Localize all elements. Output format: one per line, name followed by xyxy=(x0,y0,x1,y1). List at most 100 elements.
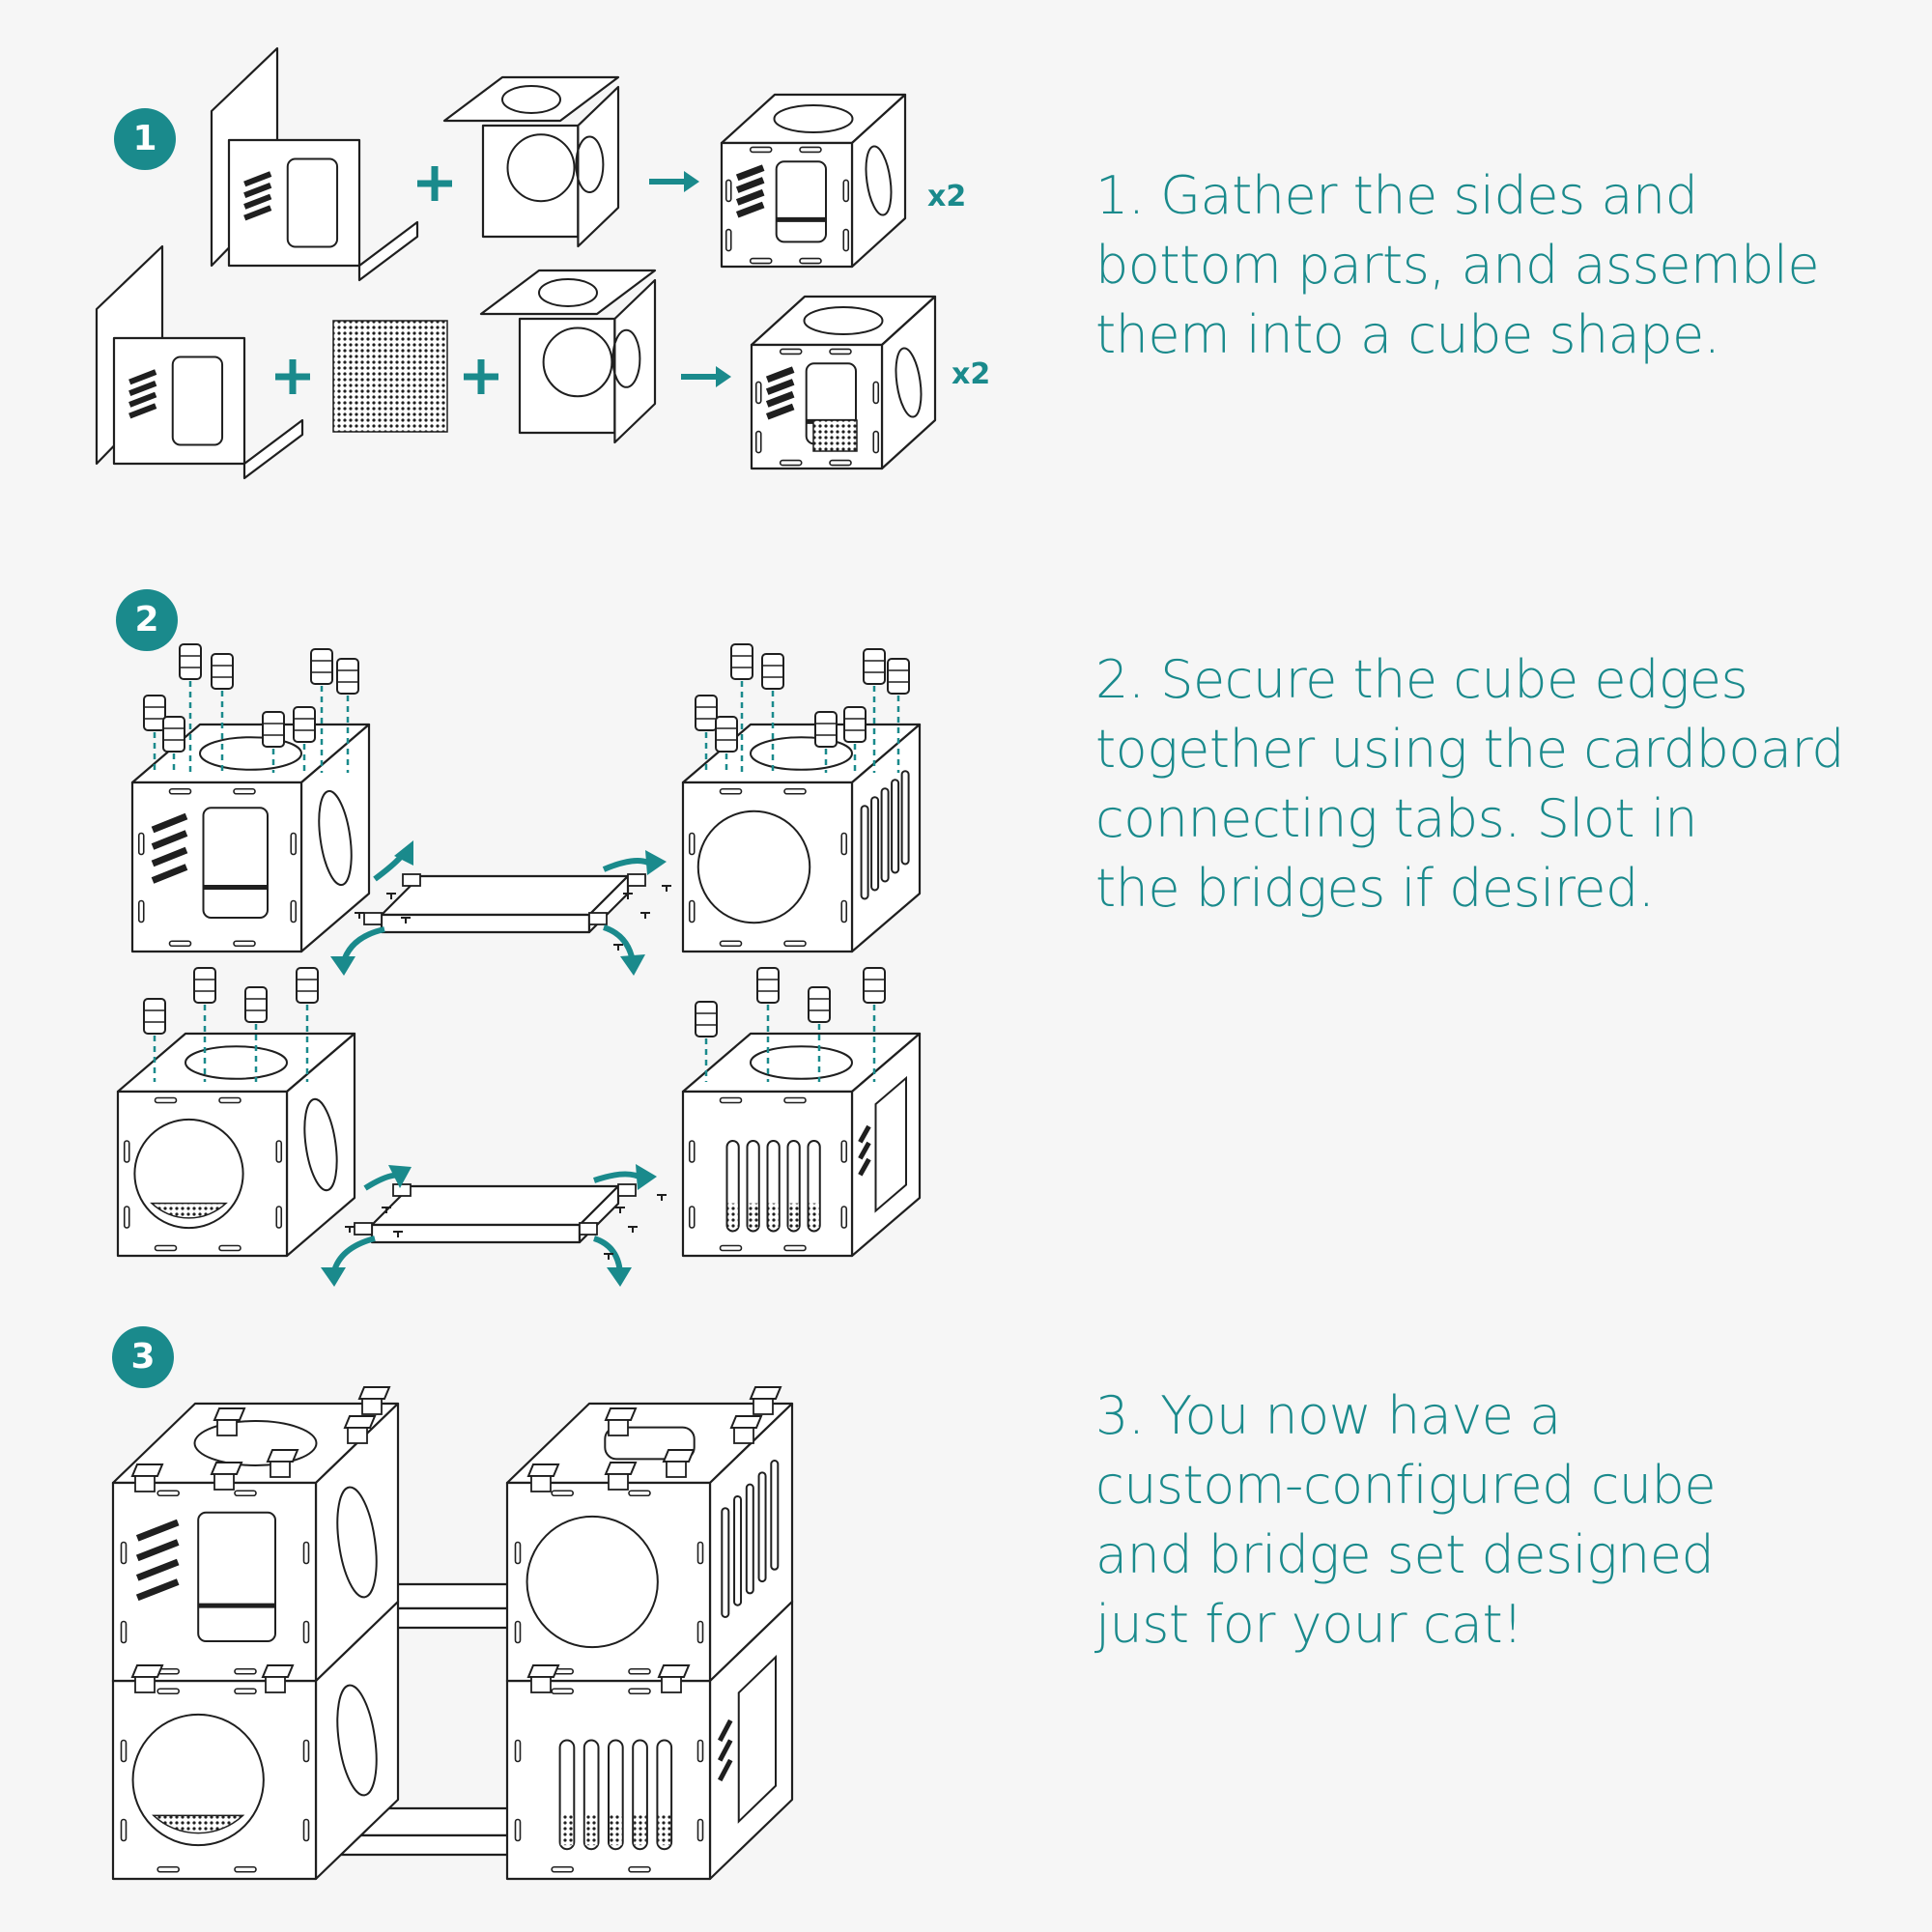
front-slot xyxy=(608,1739,624,1851)
step-3-illustration xyxy=(111,1386,794,1881)
step-2-badge: 2 xyxy=(116,589,178,651)
edge-slot xyxy=(754,381,762,405)
edge-slot xyxy=(696,1541,704,1565)
cube xyxy=(681,1032,922,1258)
edge-slot xyxy=(628,1688,651,1695)
mesh-panel xyxy=(332,320,448,433)
cube-front-face xyxy=(681,781,854,953)
arrow-right-icon xyxy=(684,171,699,192)
tab-body xyxy=(863,967,886,1004)
edge-slot xyxy=(840,832,848,856)
connecting-tab xyxy=(749,1386,782,1400)
top-opening xyxy=(185,1045,288,1080)
edge-slot xyxy=(719,1096,743,1104)
side-opening xyxy=(318,789,353,887)
connecting-tab xyxy=(262,711,285,748)
side-opening xyxy=(895,347,923,418)
front-opening xyxy=(131,1713,265,1847)
cube xyxy=(130,723,371,953)
top-panel xyxy=(442,75,620,248)
bridge-tab xyxy=(579,1222,598,1236)
tab-body xyxy=(143,998,166,1035)
connecting-tab xyxy=(336,658,359,695)
tab-body xyxy=(808,986,831,1023)
connecting-tab xyxy=(530,1676,552,1693)
tab-body xyxy=(695,1001,718,1037)
front-slot xyxy=(725,1140,740,1233)
step-3-caption: 3. You now have a custom-configured cube… xyxy=(1095,1381,1888,1660)
panel-vent xyxy=(128,391,157,408)
connecting-tab xyxy=(863,967,886,1004)
top-opening xyxy=(750,1045,853,1080)
side-slot xyxy=(757,1471,767,1583)
connecting-tab xyxy=(526,1664,560,1678)
edge-slot xyxy=(719,787,743,795)
caption-line: and bridge set designed xyxy=(1095,1524,1715,1585)
front-vent xyxy=(765,366,795,384)
edge-slot xyxy=(123,1140,130,1163)
panel-vent xyxy=(243,193,272,210)
step-2-illustration xyxy=(116,643,922,1287)
edge-slot xyxy=(779,459,803,467)
curved-arrow-icon xyxy=(620,954,645,976)
panel-top xyxy=(442,75,620,123)
connecting-tab xyxy=(265,1676,286,1693)
slot-mesh xyxy=(748,1203,758,1229)
curved-arrow-icon xyxy=(636,1164,657,1190)
edge-slot xyxy=(514,1818,522,1842)
tab-body xyxy=(310,648,333,685)
side-slot xyxy=(721,1507,730,1618)
bridge-edge xyxy=(370,1223,582,1244)
side-slot xyxy=(891,779,900,874)
connecting-tab xyxy=(814,711,838,748)
slot-mesh xyxy=(727,1203,738,1229)
connecting-tab xyxy=(657,1664,691,1678)
side-vent xyxy=(858,1157,871,1177)
side-slot xyxy=(860,805,869,900)
panel-vent xyxy=(243,171,272,187)
cube xyxy=(681,723,922,953)
connecting-tab xyxy=(604,1407,638,1421)
front-vent xyxy=(135,1578,180,1602)
edge-slot xyxy=(783,1244,807,1252)
bridge-tab xyxy=(354,1222,373,1236)
edge-slot xyxy=(120,1620,128,1644)
connecting-tab xyxy=(843,706,867,743)
side-opening xyxy=(336,1684,378,1797)
step-3-badge: 3 xyxy=(112,1326,174,1388)
edge-slot xyxy=(829,348,852,355)
edge-slot xyxy=(783,787,807,795)
connecting-tab xyxy=(608,1419,629,1436)
side-slot xyxy=(870,796,880,892)
tab-body xyxy=(211,653,234,690)
connecting-tab xyxy=(715,716,738,753)
side-slot xyxy=(880,787,890,883)
edge-slot xyxy=(233,940,256,948)
edge-slot xyxy=(120,1739,128,1763)
side-vent xyxy=(717,1739,733,1762)
edge-slot xyxy=(302,1739,310,1763)
edge-slot xyxy=(168,787,192,795)
edge-slot xyxy=(696,1818,704,1842)
panel-opening xyxy=(506,133,576,203)
top-opening xyxy=(538,278,598,307)
edge-slot xyxy=(840,899,848,923)
front-opening xyxy=(526,1515,659,1649)
top-opening xyxy=(501,85,561,114)
slot-mesh xyxy=(634,1815,646,1846)
edge-slot xyxy=(688,899,696,923)
tab-body xyxy=(715,716,738,753)
edge-slot xyxy=(514,1541,522,1565)
connecting-tab xyxy=(729,1415,763,1429)
caption-line: together using the cardboard xyxy=(1095,719,1845,780)
edge-slot xyxy=(628,1490,651,1497)
edge-slot xyxy=(154,1096,178,1104)
edge-slot xyxy=(783,940,807,948)
connecting-tab xyxy=(134,1475,156,1492)
connecting-tab xyxy=(357,1386,391,1400)
edge-slot xyxy=(156,1688,180,1695)
front-vent xyxy=(735,201,765,218)
connecting-tab xyxy=(179,643,202,680)
panel-vent xyxy=(128,381,157,396)
tab-body xyxy=(244,986,268,1023)
